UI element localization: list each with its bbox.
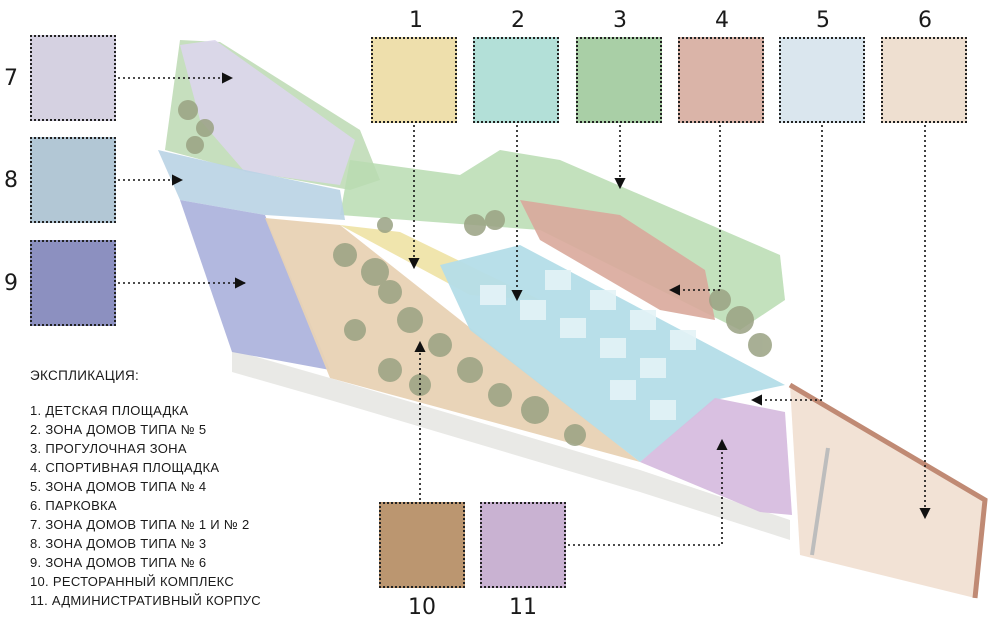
legend-item: 2. ЗОНА ДОМОВ ТИПА № 5 <box>30 422 207 437</box>
zone-8-swatch <box>30 137 116 223</box>
zone-9-area <box>180 200 330 370</box>
legend-item: 3. ПРОГУЛОЧНАЯ ЗОНА <box>30 441 187 456</box>
zone-9-number: 9 <box>4 271 18 296</box>
housing-blocks <box>480 270 696 420</box>
zone-6-number: 6 <box>918 8 932 33</box>
zone-8-area <box>158 150 345 220</box>
leader-4 <box>668 125 721 296</box>
zone-5-number: 5 <box>816 8 830 33</box>
leader-lines <box>118 72 931 546</box>
legend-item: 7. ЗОНА ДОМОВ ТИПА № 1 И № 2 <box>30 517 250 532</box>
zone-9-swatch <box>30 240 116 326</box>
site-base <box>232 350 790 540</box>
zone-11-area <box>640 398 792 515</box>
legend-item: 6. ПАРКОВКА <box>30 498 117 513</box>
legend-item: 10. РЕСТОРАННЫЙ КОМПЛЕКС <box>30 574 235 589</box>
leader-11 <box>568 438 728 546</box>
zone-4-area <box>520 200 715 320</box>
zone-4-swatch <box>678 37 764 123</box>
zone-3-swatch <box>576 37 662 123</box>
zone-2-number: 2 <box>511 8 525 33</box>
leader-5 <box>750 125 823 406</box>
zone-11-number: 11 <box>509 595 537 620</box>
legend-item: 8. ЗОНА ДОМОВ ТИПА № 3 <box>30 536 207 551</box>
zone-1-number: 1 <box>409 8 423 33</box>
zone-3-number: 3 <box>613 8 627 33</box>
legend-item: 9. ЗОНА ДОМОВ ТИПА № 6 <box>30 555 207 570</box>
zone-10-number: 10 <box>408 595 436 620</box>
zone-8-number: 8 <box>4 168 18 193</box>
zone-6-swatch <box>881 37 967 123</box>
zone-7-swatch <box>30 35 116 121</box>
zone-6-area <box>790 385 985 598</box>
zone-2-swatch <box>473 37 559 123</box>
zone-10-area <box>265 218 640 462</box>
parking-curb <box>810 447 830 556</box>
legend: ЭКСПЛИКАЦИЯ: 1. ДЕТСКАЯ ПЛОЩАДКА 2. ЗОНА… <box>30 368 261 610</box>
tree-group <box>178 100 772 446</box>
legend-item: 1. ДЕТСКАЯ ПЛОЩАДКА <box>30 403 189 418</box>
zone-10-swatch <box>379 502 465 588</box>
zone-7-number: 7 <box>4 66 18 91</box>
zone-11-swatch <box>480 502 566 588</box>
legend-item: 5. ЗОНА ДОМОВ ТИПА № 4 <box>30 479 207 494</box>
legend-item: 4. СПОРТИВНАЯ ПЛОЩАДКА <box>30 460 220 475</box>
zone-4-number: 4 <box>715 8 729 33</box>
zone-5-swatch <box>779 37 865 123</box>
legend-title: ЭКСПЛИКАЦИЯ: <box>30 368 140 383</box>
parking-border <box>788 382 988 599</box>
legend-item: 11. АДМИНИСТРАТИВНЫЙ КОРПУС <box>30 593 261 608</box>
zone-1-swatch <box>371 37 457 123</box>
